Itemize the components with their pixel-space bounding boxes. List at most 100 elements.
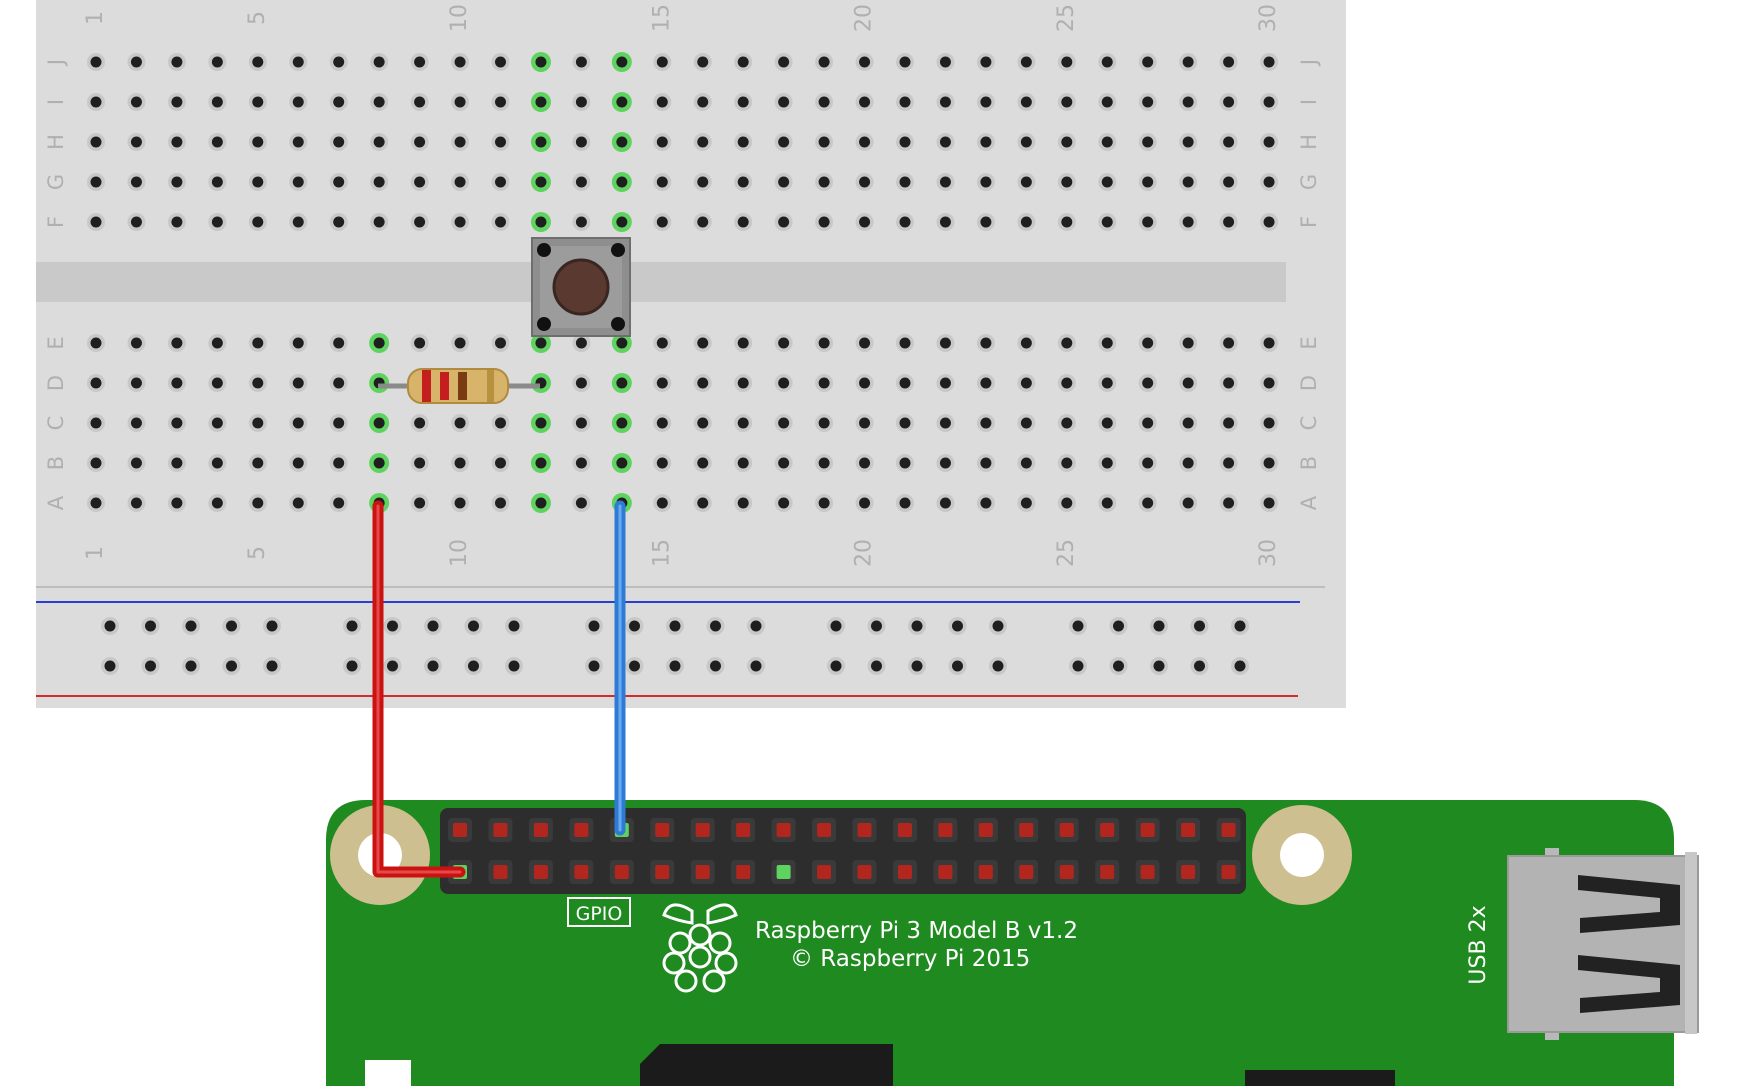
pi-connector-black xyxy=(1245,1070,1395,1086)
column-number-label: 30 xyxy=(1256,539,1281,567)
hole-E24 xyxy=(1020,337,1032,349)
gpio-pin xyxy=(736,865,751,879)
gpio-pin xyxy=(857,823,872,837)
usb-slot-1 xyxy=(1578,875,1680,933)
gpio-pin xyxy=(614,865,629,879)
gpio-pin xyxy=(857,865,872,879)
hole-H15 xyxy=(656,136,668,148)
hole-F5 xyxy=(252,216,264,228)
row-letter-label: C xyxy=(1297,416,1321,431)
hole-J17 xyxy=(737,56,749,68)
hole-C4 xyxy=(211,417,223,429)
rail-hole xyxy=(346,620,358,632)
hole-A22 xyxy=(939,497,951,509)
hole-E16 xyxy=(697,337,709,349)
hole-A1 xyxy=(90,497,102,509)
hole-A26 xyxy=(1101,497,1113,509)
hole-A16 xyxy=(697,497,709,509)
hole-D2 xyxy=(130,377,142,389)
hole-D26 xyxy=(1101,377,1113,389)
hole-E14 xyxy=(616,337,628,349)
usb-slot-2 xyxy=(1578,955,1680,1013)
hole-C17 xyxy=(737,417,749,429)
hole-J20 xyxy=(859,56,871,68)
row-letter-label: H xyxy=(44,134,68,150)
gpio-pin xyxy=(897,823,912,837)
hole-B17 xyxy=(737,457,749,469)
hole-A4 xyxy=(211,497,223,509)
push-button-corner-tl xyxy=(537,243,551,257)
hole-B13 xyxy=(575,457,587,469)
gpio-pin xyxy=(817,823,832,837)
hole-J13 xyxy=(575,56,587,68)
pi-connector-white xyxy=(365,1060,411,1086)
rail-hole xyxy=(669,620,681,632)
hole-F17 xyxy=(737,216,749,228)
hole-F2 xyxy=(130,216,142,228)
hole-G25 xyxy=(1061,176,1073,188)
rail-hole xyxy=(346,660,358,672)
hole-F8 xyxy=(373,216,385,228)
hole-B27 xyxy=(1142,457,1154,469)
row-letter-label: I xyxy=(1297,99,1321,105)
rail-hole xyxy=(830,660,842,672)
hole-H16 xyxy=(697,136,709,148)
gpio-pin xyxy=(1059,823,1074,837)
hole-C6 xyxy=(292,417,304,429)
hole-C29 xyxy=(1223,417,1235,429)
hole-J10 xyxy=(454,56,466,68)
hole-G3 xyxy=(171,176,183,188)
hole-B14 xyxy=(616,457,628,469)
breadboard-body xyxy=(36,0,1346,708)
hole-C30 xyxy=(1263,417,1275,429)
gpio-pin xyxy=(1019,823,1034,837)
hole-C1 xyxy=(90,417,102,429)
gpio-label-box xyxy=(567,897,631,927)
hole-I25 xyxy=(1061,96,1073,108)
hole-F26 xyxy=(1101,216,1113,228)
resistor-band-2 xyxy=(440,372,449,400)
pi-copyright-label: © Raspberry Pi 2015 xyxy=(790,946,1030,972)
hole-J21 xyxy=(899,56,911,68)
gpio-pin xyxy=(574,865,589,879)
hole-I26 xyxy=(1101,96,1113,108)
gpio-pin xyxy=(736,823,751,837)
hole-G5 xyxy=(252,176,264,188)
gpio-pin xyxy=(1181,823,1196,837)
hole-D21 xyxy=(899,377,911,389)
hole-H28 xyxy=(1182,136,1194,148)
hole-B2 xyxy=(130,457,142,469)
hole-A25 xyxy=(1061,497,1073,509)
hole-D23 xyxy=(980,377,992,389)
hole-G24 xyxy=(1020,176,1032,188)
hole-E8 xyxy=(373,337,385,349)
column-number-label: 25 xyxy=(1054,4,1079,32)
hole-H25 xyxy=(1061,136,1073,148)
rail-hole xyxy=(427,660,439,672)
jumper-wires xyxy=(372,500,626,878)
rail-hole xyxy=(266,620,278,632)
hole-E4 xyxy=(211,337,223,349)
rail-hole xyxy=(588,620,600,632)
rail-hole xyxy=(104,660,116,672)
hole-A27 xyxy=(1142,497,1154,509)
rail-hole xyxy=(226,660,237,672)
hole-D6 xyxy=(292,377,304,389)
hole-C12 xyxy=(535,417,547,429)
hole-G22 xyxy=(939,176,951,188)
hole-F20 xyxy=(859,216,871,228)
hole-H20 xyxy=(859,136,871,148)
column-number-label: 10 xyxy=(447,539,472,567)
resistor-band-3 xyxy=(458,372,467,400)
hole-I24 xyxy=(1020,96,1032,108)
row-letter-label: J xyxy=(44,59,68,67)
hole-B20 xyxy=(859,457,871,469)
gpio-pins xyxy=(448,818,1241,884)
hole-C10 xyxy=(454,417,466,429)
hole-B6 xyxy=(292,457,304,469)
rail-hole xyxy=(145,660,156,672)
hole-J8 xyxy=(373,56,385,68)
hole-A5 xyxy=(252,497,264,509)
hole-E6 xyxy=(292,337,304,349)
hole-J26 xyxy=(1101,56,1113,68)
